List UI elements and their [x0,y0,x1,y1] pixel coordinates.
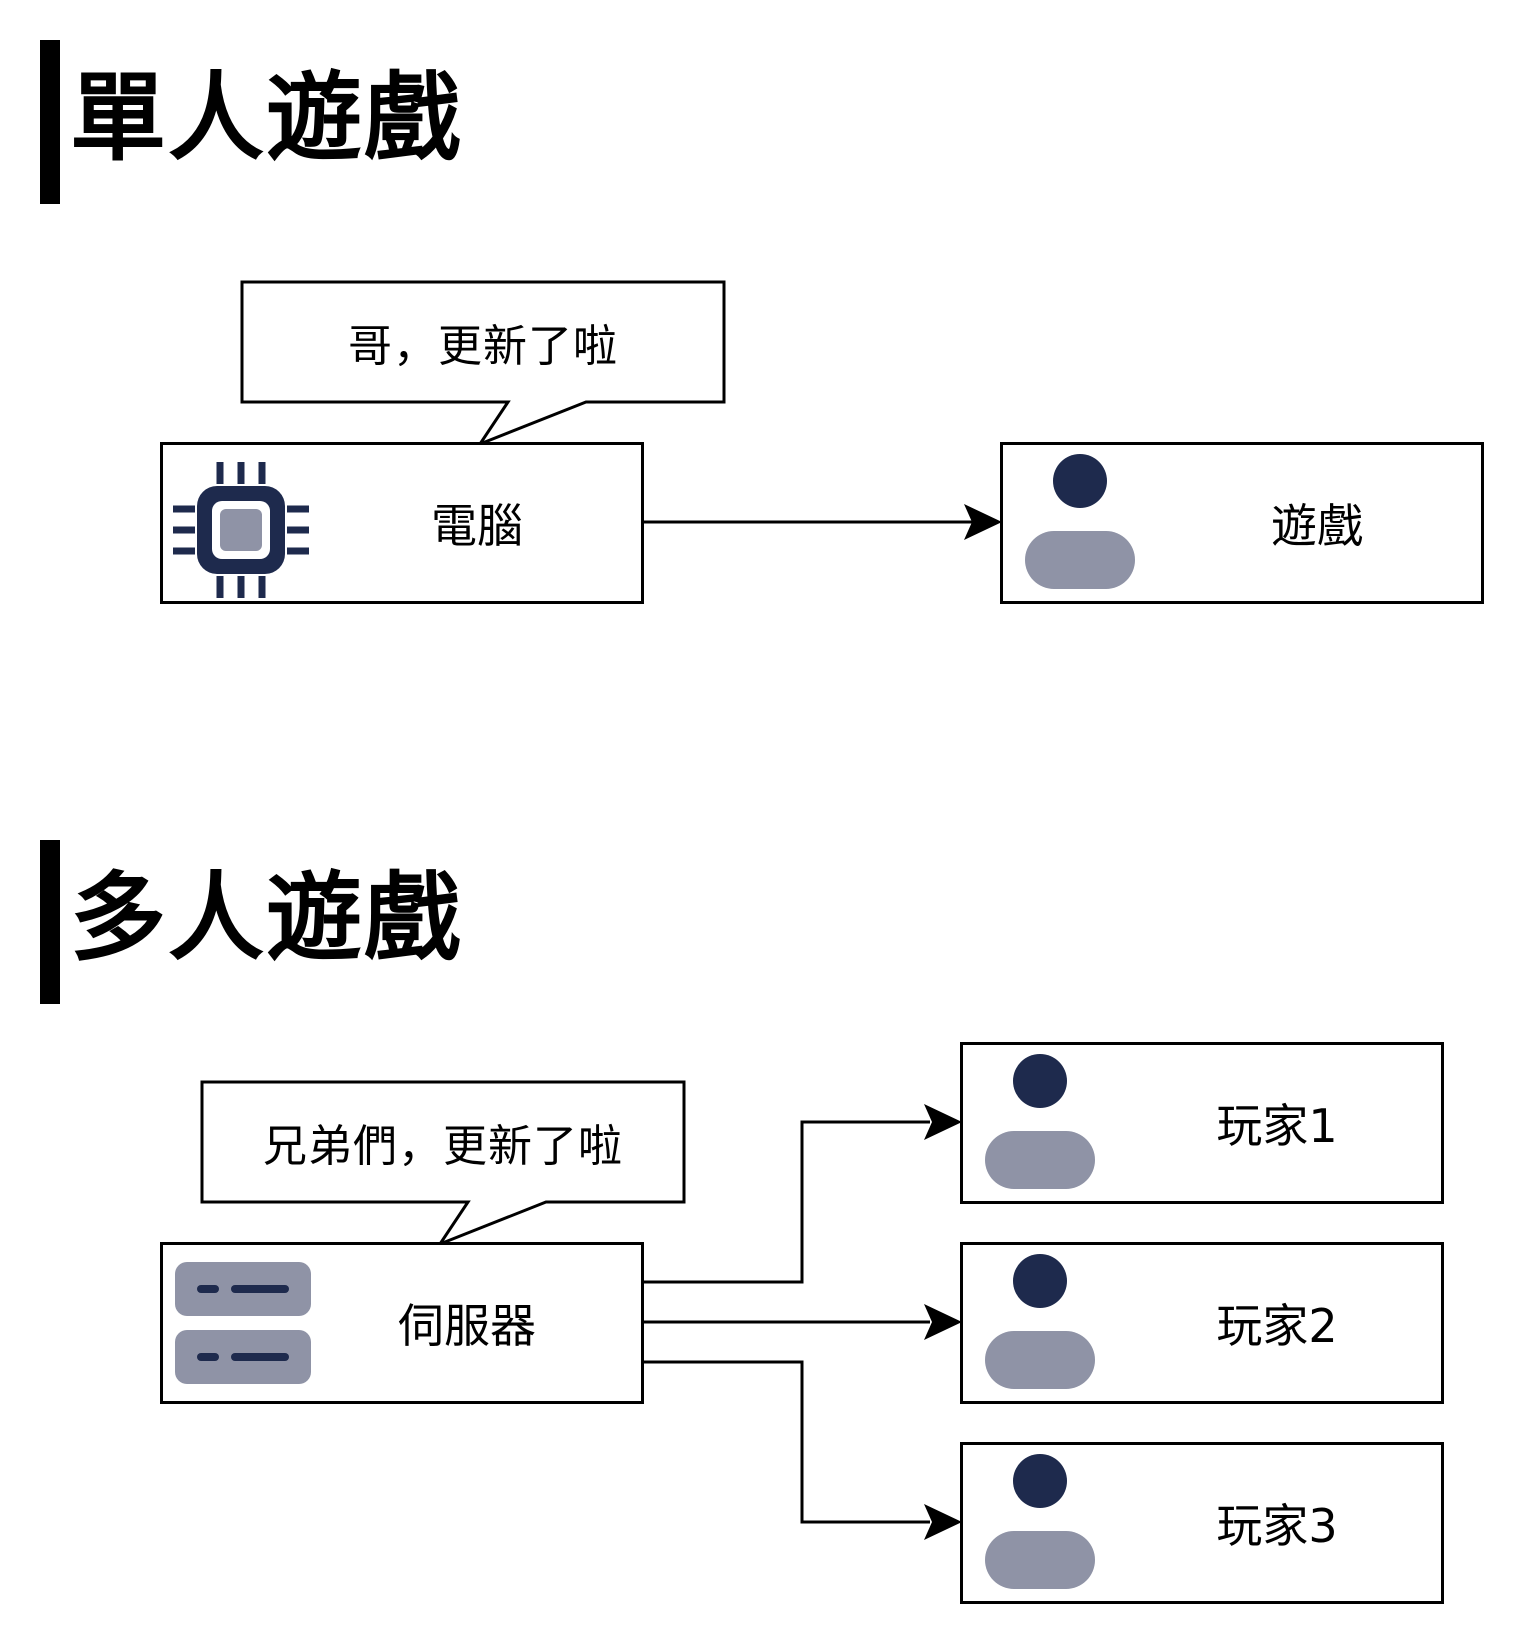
player-node-2: 玩家2 [960,1242,1444,1404]
section-marker-single [40,40,60,204]
server-icon [175,1262,311,1384]
callout-text-single: 哥，更新了啦 [348,321,618,372]
computer-label: 電腦 [431,499,523,553]
callout-bubble-multi [200,1080,686,1248]
game-label: 遊戲 [1271,499,1363,553]
callout-bubble-single [240,280,726,448]
player-label-3: 玩家3 [1216,1499,1338,1553]
arrow-server-to-player1 [642,1104,962,1284]
cpu-chip-icon [173,462,309,598]
user-icon [1025,454,1135,589]
section-title-multi: 多人遊戲 [70,862,462,974]
arrow-server-to-player3 [642,1360,962,1540]
player-node-3: 玩家3 [960,1442,1444,1604]
player-node-1: 玩家1 [960,1042,1444,1204]
user-icon [985,1454,1095,1589]
user-icon [985,1054,1095,1189]
computer-node: 電腦 [160,442,644,604]
section-title-single: 單人遊戲 [70,62,462,174]
arrow-server-to-player2 [642,1304,962,1340]
server-label: 伺服器 [398,1299,536,1353]
callout-text-multi: 兄弟們，更新了啦 [263,1121,623,1172]
arrow-computer-to-game [642,504,1002,540]
user-icon [985,1254,1095,1389]
section-marker-multi [40,840,60,1004]
game-node: 遊戲 [1000,442,1484,604]
player-label-2: 玩家2 [1216,1299,1338,1353]
server-node: 伺服器 [160,1242,644,1404]
player-label-1: 玩家1 [1216,1099,1338,1153]
